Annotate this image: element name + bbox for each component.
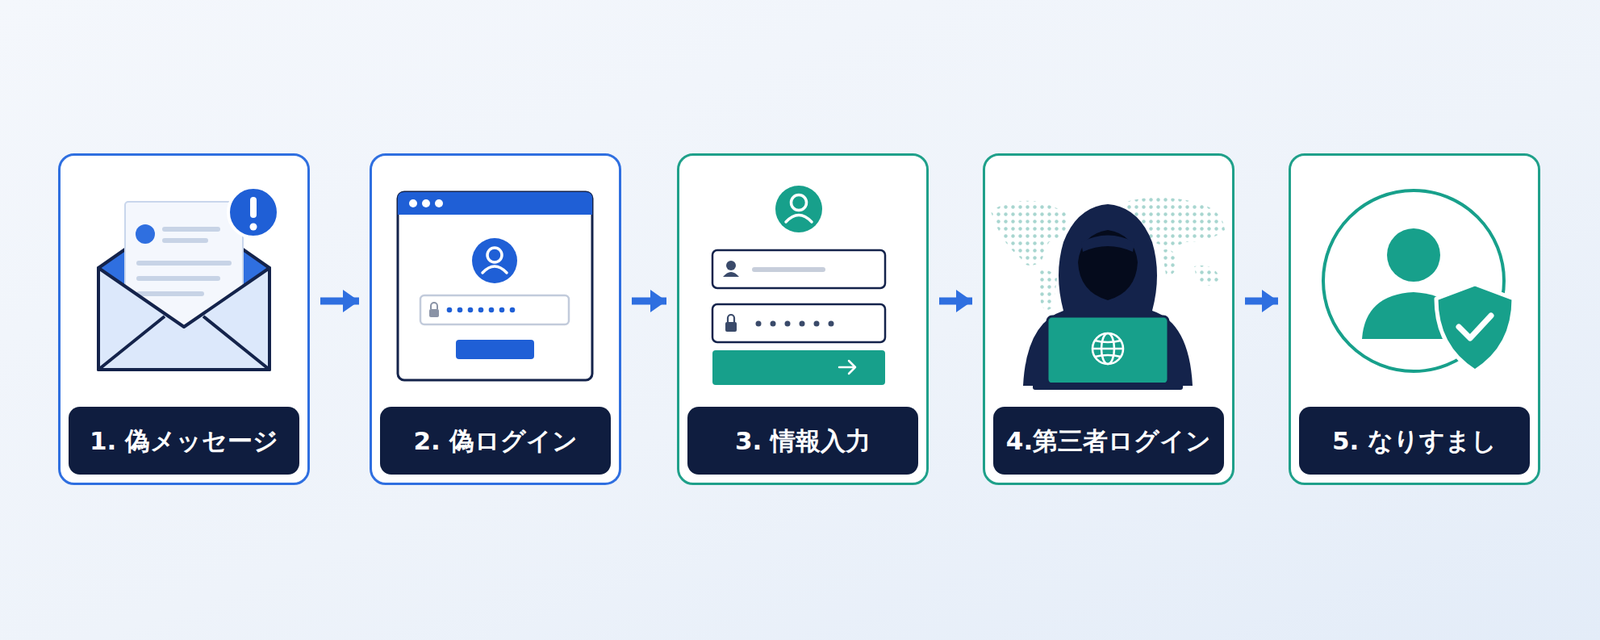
hacker-figure (1023, 204, 1193, 390)
step-card: 5. なりすまし (1288, 153, 1541, 485)
step-card: 4.第三者ログイン (982, 153, 1235, 485)
login-form (712, 185, 886, 385)
step-card: 2. 偽ログイン (369, 153, 622, 485)
step-label-band: 1. 偽メッセージ (68, 406, 300, 475)
step-label: 5. なりすまし (1325, 426, 1504, 455)
card-grounds (58, 153, 1541, 485)
step-label: 4.第三者ログイン (999, 426, 1218, 455)
step-label: 2. 偽ログイン (406, 426, 584, 455)
step-label-band: 2. 偽ログイン (380, 406, 611, 475)
step-card: 1. 偽メッセージ (58, 153, 310, 485)
step-card: 3. 情報入力 (676, 153, 929, 485)
step-label: 3. 情報入力 (728, 426, 878, 455)
flow-arrow (1244, 297, 1279, 305)
step-label-band: 5. なりすまし (1299, 406, 1530, 475)
alert-badge (228, 187, 279, 238)
flow-arrow (320, 297, 360, 305)
step-label-band: 4.第三者ログイン (993, 406, 1225, 475)
step-label-band: 3. 情報入力 (687, 406, 919, 475)
flow-arrow (939, 297, 973, 305)
step-label: 1. 偽メッセージ (83, 426, 285, 455)
impersonation-icon (1323, 190, 1514, 372)
flow-arrow (631, 297, 667, 305)
browser-window (397, 192, 593, 381)
